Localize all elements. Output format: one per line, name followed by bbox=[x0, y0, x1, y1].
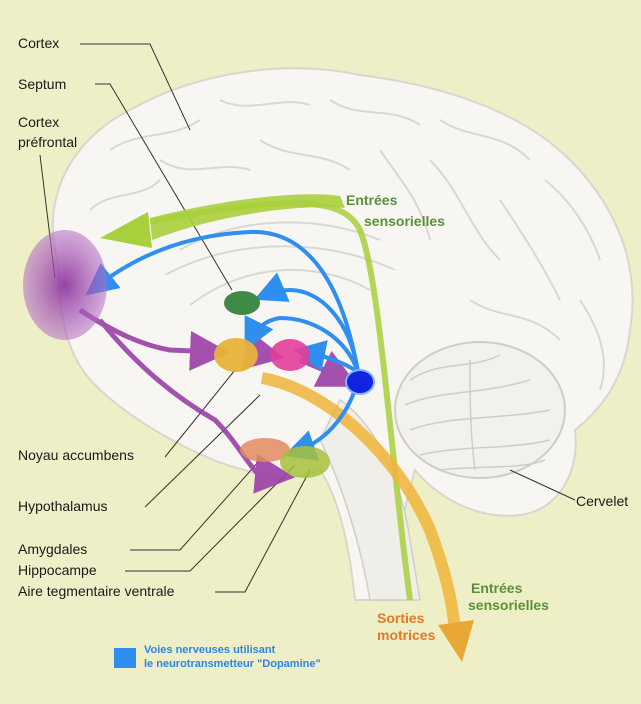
label-cortex: Cortex bbox=[18, 35, 59, 52]
legend-text: Voies nerveuses utilisant le neurotransm… bbox=[144, 643, 321, 671]
label-amygdales: Amygdales bbox=[18, 541, 87, 558]
label-cortex-prefrontal-line1: Cortex bbox=[18, 114, 59, 131]
label-sorties-line1: Sorties bbox=[377, 610, 424, 627]
hippocampus-region bbox=[280, 446, 330, 478]
label-cortex-prefrontal-line2: préfrontal bbox=[18, 134, 77, 151]
label-noyau-accumbens: Noyau accumbens bbox=[18, 447, 134, 464]
label-entrees-top-line1: Entrées bbox=[346, 192, 397, 209]
label-cervelet: Cervelet bbox=[576, 493, 628, 510]
label-entrees-bottom-line1: Entrées bbox=[471, 580, 522, 597]
label-aire-tegmentaire-ventrale: Aire tegmentaire ventrale bbox=[18, 583, 174, 600]
label-entrees-top-line2: sensorielles bbox=[364, 213, 445, 230]
label-hippocampe: Hippocampe bbox=[18, 562, 97, 579]
label-septum: Septum bbox=[18, 76, 66, 93]
septum-region bbox=[224, 291, 260, 315]
label-sorties-line2: motrices bbox=[377, 627, 435, 644]
legend-line1: Voies nerveuses utilisant bbox=[144, 643, 321, 657]
brain-outline bbox=[53, 68, 633, 600]
legend-swatch bbox=[114, 648, 136, 668]
vta-region bbox=[346, 370, 374, 394]
prefrontal-cortex-region bbox=[23, 230, 107, 340]
hypothalamus-region bbox=[270, 339, 310, 371]
legend-line2: le neurotransmetteur "Dopamine" bbox=[144, 657, 321, 671]
label-hypothalamus: Hypothalamus bbox=[18, 498, 108, 515]
label-entrees-bottom-line2: sensorielles bbox=[468, 597, 549, 614]
yellow-arrowhead bbox=[438, 620, 474, 662]
noyau-accumbens-region bbox=[214, 338, 258, 372]
